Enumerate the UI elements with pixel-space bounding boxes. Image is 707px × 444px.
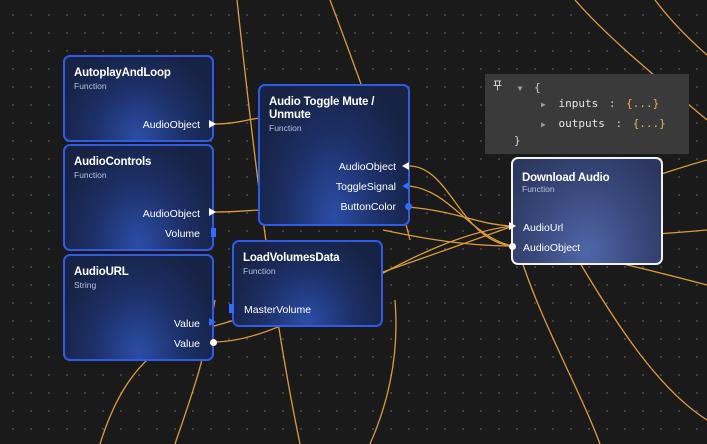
node-title: AutoplayAndLoop (74, 67, 171, 79)
node-title: AudioURL (74, 266, 129, 278)
json-sep: : (615, 117, 623, 130)
chevron-right-icon[interactable]: ▶ (541, 100, 546, 109)
input-pin[interactable] (509, 243, 516, 250)
node-load-volumes-data[interactable]: LoadVolumesData Function MasterVolume (232, 240, 383, 327)
node-title: Audio Toggle Mute / Unmute (269, 96, 374, 122)
output-pin[interactable] (209, 120, 216, 128)
input-port-label: AudioUrl (523, 222, 564, 234)
node-title-line: Audio Toggle Mute / (269, 96, 375, 108)
output-port-label: AudioObject (142, 208, 200, 220)
wire (408, 165, 513, 247)
output-pin[interactable] (405, 203, 412, 210)
output-pin[interactable] (209, 318, 216, 326)
node-download-audio[interactable]: Download Audio Function AudioUrl AudioOb… (511, 157, 663, 265)
json-row-outputs[interactable]: ▶ outputs : {...} (541, 117, 666, 131)
pin-icon[interactable] (493, 80, 503, 95)
input-pin[interactable] (509, 222, 516, 230)
node-subtitle: Function (522, 184, 555, 194)
output-port-label: Value (173, 318, 200, 330)
node-title: AudioControls (74, 156, 152, 168)
node-title-line: Unmute (269, 109, 311, 121)
json-inspector-panel: ▼ { ▶ inputs : {...} ▶ outputs : {...} } (485, 74, 689, 154)
json-value[interactable]: {...} (626, 97, 660, 110)
node-subtitle: Function (243, 266, 276, 276)
input-pin[interactable] (229, 304, 234, 313)
node-title: Download Audio (522, 172, 610, 184)
wire (574, 0, 707, 121)
output-port-label: ToggleSignal (335, 181, 396, 193)
node-audio-controls[interactable]: AudioControls Function AudioObject Volum… (63, 144, 214, 251)
input-port-label: MasterVolume (244, 304, 312, 316)
node-subtitle: Function (269, 123, 302, 133)
wire (212, 209, 263, 213)
output-pin[interactable] (211, 228, 216, 237)
chevron-down-icon[interactable]: ▼ (517, 84, 523, 93)
wire (382, 229, 513, 247)
node-subtitle: Function (74, 81, 107, 91)
wire (519, 254, 601, 444)
output-pin[interactable] (210, 339, 217, 346)
output-pin[interactable] (402, 162, 409, 170)
output-pin[interactable] (402, 182, 409, 190)
output-port-label: ButtonColor (340, 201, 396, 213)
node-autoplay-and-loop[interactable]: AutoplayAndLoop Function AudioObject (63, 55, 214, 142)
json-key: inputs (558, 97, 599, 110)
open-brace: { (534, 81, 541, 94)
output-port-label: AudioObject (142, 119, 200, 131)
output-port-label: AudioObject (338, 161, 396, 173)
node-audio-url[interactable]: AudioURL String Value Value (63, 254, 214, 361)
node-subtitle: String (74, 280, 97, 290)
node-title: LoadVolumesData (243, 252, 340, 264)
wire (408, 206, 513, 227)
wire (579, 262, 707, 421)
wire (212, 117, 263, 125)
json-sep: : (608, 97, 616, 110)
json-key: outputs (558, 117, 605, 130)
input-port-label: AudioObject (523, 242, 581, 254)
close-brace: } (514, 134, 521, 147)
output-pin[interactable] (209, 208, 216, 216)
chevron-right-icon[interactable]: ▶ (541, 120, 546, 129)
json-row-inputs[interactable]: ▶ inputs : {...} (541, 97, 659, 111)
node-subtitle: Function (74, 170, 107, 180)
wire (654, 0, 707, 56)
output-port-label: Value (173, 338, 200, 350)
node-audio-toggle-mute[interactable]: Audio Toggle Mute / Unmute Function Audi… (258, 84, 410, 226)
wire (408, 185, 513, 247)
json-value[interactable]: {...} (632, 117, 666, 130)
wire (369, 299, 397, 444)
output-port-label: Volume (164, 228, 200, 240)
